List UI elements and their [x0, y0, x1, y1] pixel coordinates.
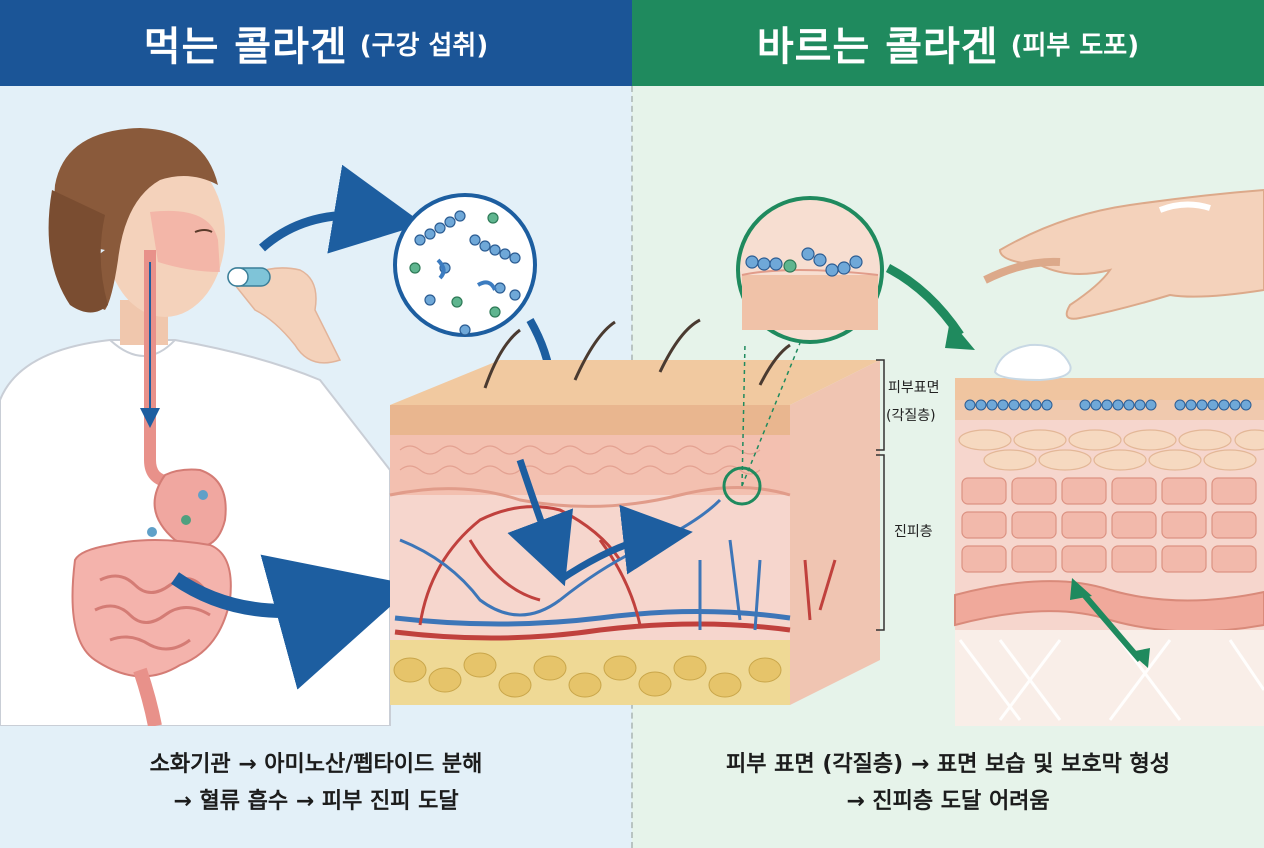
- oral-header: 먹는 콜라겐 (구강 섭취): [0, 0, 632, 86]
- peptide-zoom-circle: [393, 193, 537, 337]
- arrow-head: [945, 320, 975, 350]
- surface-zoom-circle: [736, 196, 884, 344]
- label-dermis: 진피층: [894, 524, 933, 540]
- oral-caption-line2: → 혈류 흡수 → 피부 진피 도달: [173, 789, 459, 814]
- topical-subtitle: (피부 도포): [1010, 30, 1140, 61]
- topical-caption-line1: 피부 표면 (각질층) → 표면 보습 및 보호막 형성: [726, 752, 1170, 777]
- skin-cross-section: [389, 318, 880, 705]
- label-skin-surface: 피부표면: [888, 380, 940, 396]
- oral-title: 먹는 콜라겐: [143, 24, 348, 70]
- topical-header: 바르는 콜라겐 (피부 도포): [632, 0, 1264, 86]
- topical-caption-line2: → 진피층 도달 어려움: [846, 789, 1050, 814]
- oral-caption-line1: 소화기관 → 아미노산/펩타이드 분해: [149, 752, 483, 777]
- arrow-to-molecule-view: [258, 164, 424, 254]
- arrow-intestine-to-skin: [171, 554, 415, 690]
- cream-dollop: [993, 343, 1072, 382]
- capsule-pill: [227, 267, 271, 287]
- label-stratum-corneum: (각질층): [886, 408, 936, 424]
- topical-title: 바르는 콜라겐: [756, 24, 999, 70]
- illustration: 피부표면 (각질층) 진피층: [0, 128, 1264, 726]
- oral-caption: 소화기관 → 아미노산/펩타이드 분해 → 혈류 흡수 → 피부 진피 도달: [0, 746, 632, 820]
- layer-bracket: [876, 359, 885, 631]
- hand-applying-cream: [983, 188, 1264, 320]
- oral-subtitle: (구강 섭취): [359, 30, 489, 61]
- topical-skin-block: [954, 343, 1264, 726]
- topical-caption: 피부 표면 (각질층) → 표면 보습 및 보호막 형성 → 진피층 도달 어려…: [632, 746, 1264, 820]
